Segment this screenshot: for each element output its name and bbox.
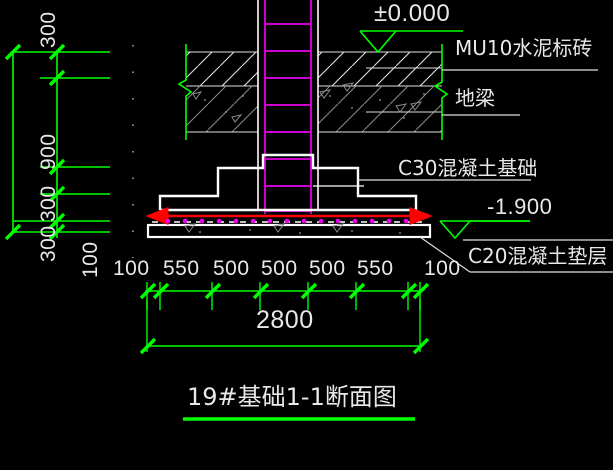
elevation-label-bottom: -1.900	[487, 194, 553, 219]
ground-beam-band-right	[318, 82, 442, 133]
vertical-dim-label-900: 900	[37, 133, 60, 170]
column-rebar-cage	[264, 0, 312, 214]
member-label-ground-beam: 地梁	[455, 86, 495, 110]
horizontal-dim-label-4: 500	[309, 257, 346, 280]
break-line-left	[177, 44, 193, 140]
column-outline	[257, 0, 319, 210]
drawing-title: 19#基础1-1断面图	[187, 383, 397, 411]
level-marker-top	[359, 30, 463, 54]
total-dimension-line	[139, 300, 430, 355]
stepped-footing-outline	[158, 153, 418, 212]
horizontal-dimension-chain	[139, 282, 430, 310]
horizontal-dim-label-2: 500	[213, 257, 250, 280]
material-label-cushion: C20混凝土垫层	[468, 244, 608, 268]
ground-beam-band-left	[186, 86, 258, 133]
horizontal-dim-label-1: 550	[163, 257, 200, 280]
horizontal-dim-label-6: 100	[424, 257, 461, 280]
masonry-band-right	[318, 51, 442, 87]
level-marker-bottom	[439, 220, 530, 240]
vertical-dim-label-300-a: 300	[37, 185, 60, 222]
cushion-layer-outline	[146, 221, 432, 239]
elevation-label-top: ±0.000	[374, 0, 451, 27]
vertical-dim-label-100: 100	[79, 241, 102, 278]
horizontal-dim-label-5: 550	[357, 257, 394, 280]
masonry-band-left	[186, 51, 258, 87]
material-label-brick: MU10水泥标砖	[455, 36, 593, 60]
total-dimension-label: 2800	[256, 306, 314, 334]
break-line-right	[433, 44, 449, 140]
material-label-foundation: C30混凝土基础	[398, 156, 538, 180]
vertical-dim-label-300-b: 300	[37, 225, 60, 262]
footing-distribution-rebar-dots	[165, 218, 409, 224]
horizontal-dim-label-0: 100	[113, 257, 150, 280]
vertical-dimension-chain	[4, 43, 110, 241]
leader-line-cushion	[419, 236, 613, 273]
horizontal-dim-label-3: 500	[261, 257, 298, 280]
vertical-dim-label-300-top: 300	[37, 11, 60, 48]
